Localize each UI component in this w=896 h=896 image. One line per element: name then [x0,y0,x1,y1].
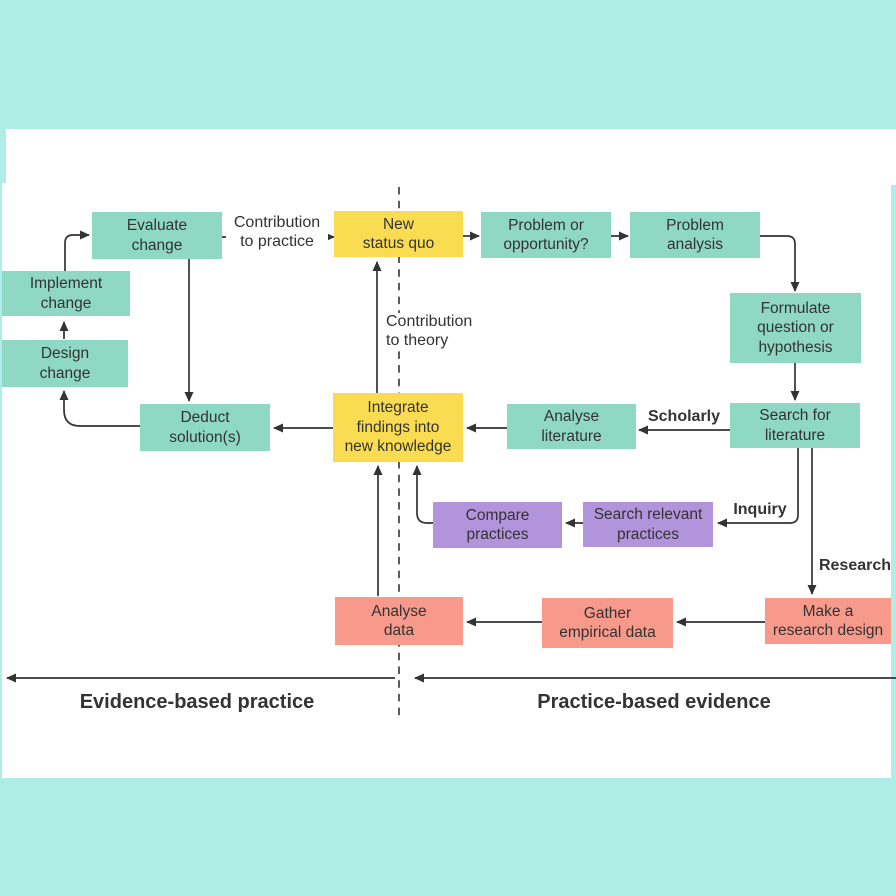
label-inquiry: Inquiry [733,501,787,518]
node-evaluate-change: Evaluate change [92,212,222,259]
node-analyse-data: Analyse data [335,597,463,645]
node-integrate-findings: Integrate findings into new knowledge [333,393,463,462]
node-design-change: Design change [2,340,128,387]
arrow-deduct-to-design [59,390,140,427]
node-analyse-literature: Analyse literature [507,404,636,449]
arrow-analysis-to-formulate [760,235,800,292]
label-contribution-to-practice: Contribution to practice [226,214,328,251]
node-new-status-quo: New status quo [334,211,463,257]
label-scholarly: Scholarly [647,408,721,425]
node-implement-change: Implement change [2,271,130,316]
page-top-band [6,129,896,185]
label-contribution-to-theory: Contribution to theory [386,313,476,350]
node-problem-or-opportunity: Problem or opportunity? [481,212,611,258]
node-problem-analysis: Problem analysis [630,212,760,258]
node-formulate-question: Formulate question or hypothesis [730,293,861,363]
node-compare-practices: Compare practices [433,502,562,548]
node-make-research-design: Make a research design [765,598,891,644]
node-deduct-solutions: Deduct solution(s) [140,404,270,451]
label-research: Research [818,557,892,574]
node-search-for-literature: Search for literature [730,403,860,448]
arrow-search-lit-to-relevant [717,448,799,528]
node-gather-empirical-data: Gather empirical data [542,598,673,648]
label-practice-based-evidence: Practice-based evidence [537,691,771,713]
arrow-implement-to-evaluate [64,230,90,271]
node-search-relevant-practices: Search relevant practices [583,502,713,547]
label-evidence-based-practice: Evidence-based practice [79,691,315,713]
arrow-compare-to-integrate [412,465,433,524]
